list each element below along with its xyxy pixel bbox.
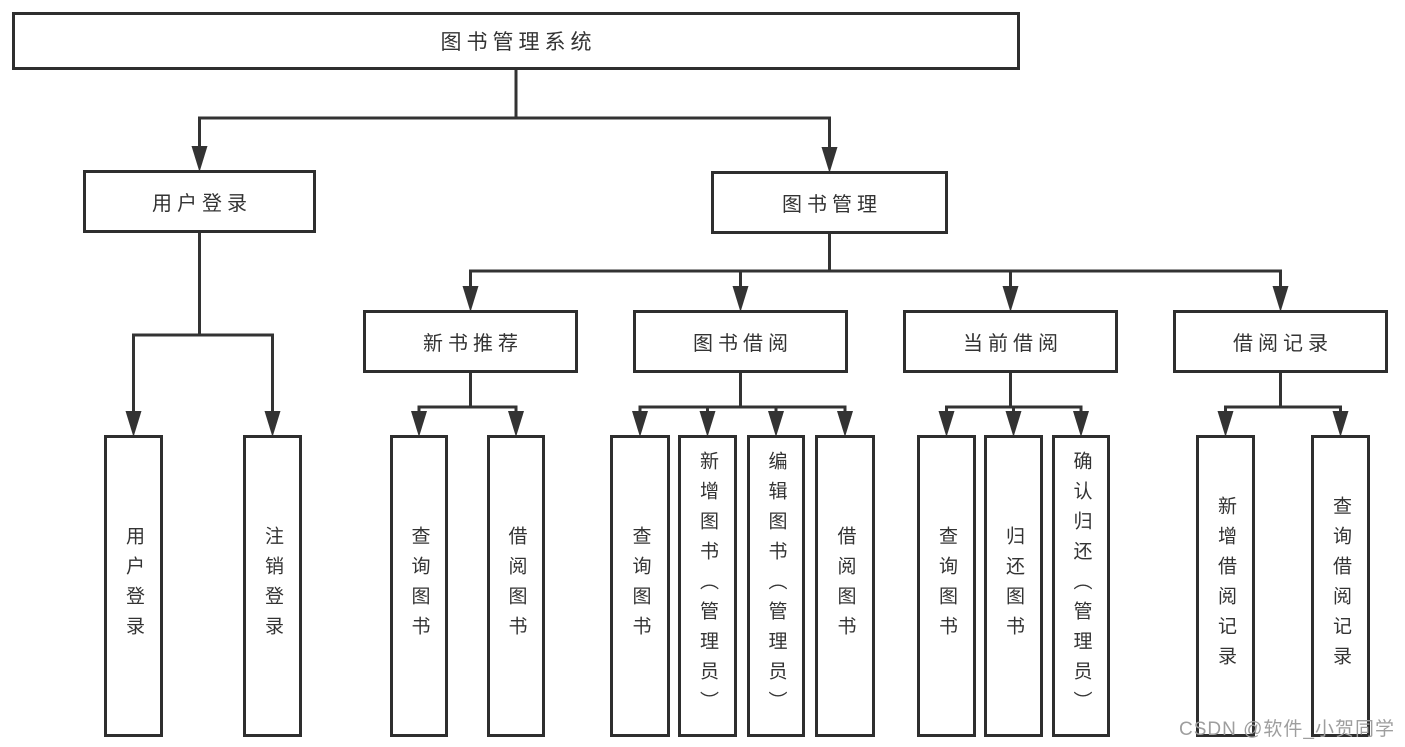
node-label: 注销登录 xyxy=(262,526,283,646)
node-label: 图书管理系统 xyxy=(440,31,597,54)
node-leaf-logout: 注销登录 xyxy=(243,435,302,737)
arrowhead-icon xyxy=(1005,411,1022,437)
arrowhead-icon xyxy=(462,286,479,312)
node-br-add-record: 新增借阅记录 xyxy=(1196,435,1255,737)
watermark: CSDN @软件_小贺同学 xyxy=(1179,719,1395,740)
node-label: 借阅图书 xyxy=(505,526,527,646)
arrowhead-icon xyxy=(821,147,838,173)
node-label: 用户登录 xyxy=(123,526,144,646)
node-label: 查询图书 xyxy=(629,526,651,646)
node-label: 查询图书 xyxy=(936,526,957,646)
arrowhead-icon xyxy=(1073,411,1089,437)
node-user-login: 用户登录 xyxy=(83,170,316,233)
node-label: 图书借阅 xyxy=(693,333,793,355)
node-bb-edit-book: 编辑图书（管理员） xyxy=(747,435,805,737)
arrowhead-icon xyxy=(1217,411,1234,437)
node-label: 当前借阅 xyxy=(963,333,1063,355)
node-label: 新增借阅记录 xyxy=(1215,496,1236,676)
arrowhead-icon xyxy=(1002,286,1019,312)
node-rec-query-book: 查询图书 xyxy=(390,435,448,737)
node-br-query-record: 查询借阅记录 xyxy=(1311,435,1370,737)
node-label: 新增图书（管理员） xyxy=(697,451,718,721)
node-borrow-record: 借阅记录 xyxy=(1173,310,1388,373)
arrowhead-icon xyxy=(732,286,749,312)
node-label: 借阅图书 xyxy=(834,526,856,646)
node-cb-query-book: 查询图书 xyxy=(917,435,976,737)
node-bb-add-book: 新增图书（管理员） xyxy=(678,435,737,737)
node-bb-query-book: 查询图书 xyxy=(610,435,670,737)
arrowhead-icon xyxy=(191,146,208,172)
node-leaf-user-login: 用户登录 xyxy=(104,435,163,737)
arrowhead-icon xyxy=(125,411,142,437)
node-label: 查询借阅记录 xyxy=(1330,496,1351,676)
node-label: 新书推荐 xyxy=(423,333,523,355)
arrowhead-icon xyxy=(837,411,853,437)
arrowhead-icon xyxy=(411,411,427,437)
arrowhead-icon xyxy=(508,411,524,437)
node-cb-confirm-return: 确认归还（管理员） xyxy=(1052,435,1110,737)
node-new-book-rec: 新书推荐 xyxy=(363,310,578,373)
node-label: 借阅记录 xyxy=(1233,333,1333,355)
arrowhead-icon xyxy=(938,411,955,437)
node-book-mgmt: 图书管理 xyxy=(711,171,948,234)
node-label: 归还图书 xyxy=(1003,526,1024,646)
node-book-borrow: 图书借阅 xyxy=(633,310,848,373)
arrowhead-icon xyxy=(632,411,648,437)
node-cb-return-book: 归还图书 xyxy=(984,435,1043,737)
node-label: 确认归还（管理员） xyxy=(1070,451,1092,721)
node-root: 图书管理系统 xyxy=(12,12,1020,70)
arrowhead-icon xyxy=(264,411,281,437)
arrowhead-icon xyxy=(699,411,716,437)
node-label: 编辑图书（管理员） xyxy=(765,451,787,721)
node-current-borrow: 当前借阅 xyxy=(903,310,1118,373)
node-label: 查询图书 xyxy=(408,526,430,646)
node-rec-borrow-book: 借阅图书 xyxy=(487,435,545,737)
node-label: 图书管理 xyxy=(782,194,882,216)
arrowhead-icon xyxy=(1332,411,1349,437)
arrowhead-icon xyxy=(768,411,784,437)
arrowhead-icon xyxy=(1272,286,1289,312)
node-label: 用户登录 xyxy=(152,193,252,215)
node-bb-borrow-book: 借阅图书 xyxy=(815,435,875,737)
